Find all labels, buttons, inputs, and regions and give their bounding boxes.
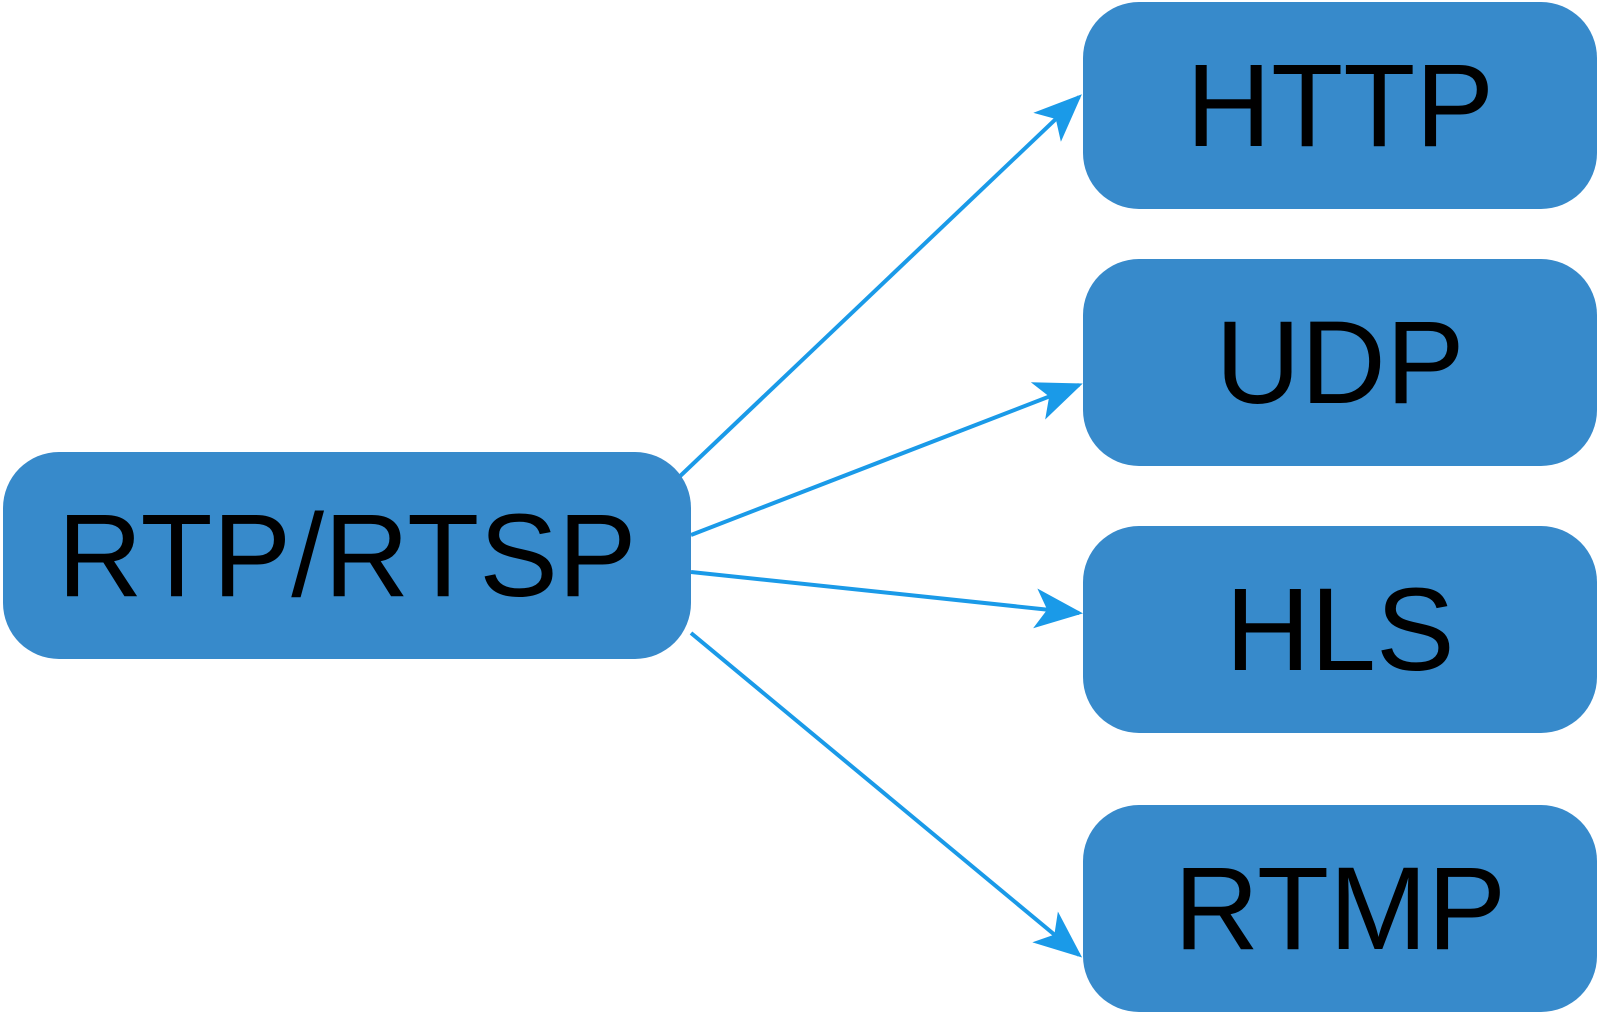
node-hls: HLS (1083, 526, 1597, 733)
node-udp: UDP (1083, 259, 1597, 466)
node-http: HTTP (1083, 2, 1597, 209)
edge-rtsp-to-hls (690, 570, 1083, 629)
node-rtp-rtsp-label: RTP/RTSP (57, 489, 637, 622)
node-rtmp: RTMP (1083, 805, 1597, 1012)
node-rtmp-label: RTMP (1173, 842, 1507, 975)
edge-rtsp-to-rtmp (689, 631, 1083, 958)
node-hls-label: HLS (1225, 563, 1455, 696)
node-http-label: HTTP (1185, 39, 1495, 172)
node-udp-label: UDP (1215, 296, 1465, 429)
edge-rtsp-to-http (674, 94, 1082, 482)
node-rtp-rtsp: RTP/RTSP (3, 452, 691, 659)
edge-rtsp-to-udp (690, 382, 1083, 537)
